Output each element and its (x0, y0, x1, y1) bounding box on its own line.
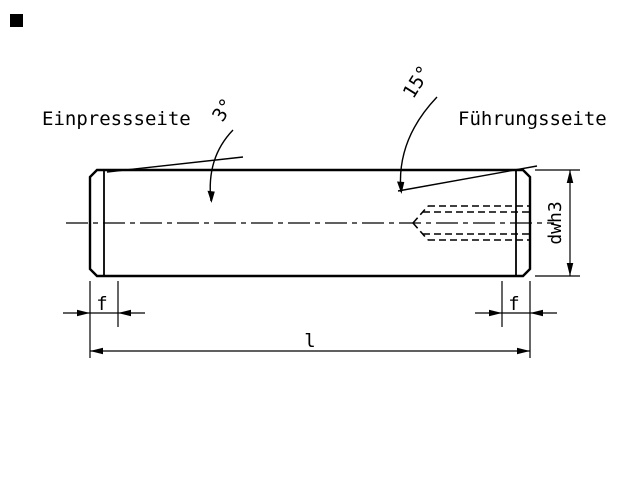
f-right-arrow-b (530, 309, 543, 317)
label-dimension-f-right: f (508, 293, 520, 315)
dimension-extension-lines (89, 169, 580, 358)
taper-line-3deg (106, 156, 244, 173)
label-guide-side: Führungsseite (458, 108, 607, 130)
label-dimension-diameter: dwh3 (545, 201, 566, 245)
f-left-arrow-b (118, 309, 131, 317)
length-arrow-left (90, 347, 103, 355)
f-left-arrow-a (77, 309, 90, 317)
corner-registration-mark (10, 14, 23, 27)
f-right-arrow-a (489, 309, 502, 317)
diameter-arrow-bottom (566, 263, 574, 276)
label-dimension-length: l (304, 330, 316, 352)
internal-thread-hidden-lines (412, 205, 529, 241)
label-press-in-side: Einpressseite (42, 108, 191, 130)
label-dimension-f-left: f (96, 293, 108, 315)
angle-arc-15deg (399, 96, 438, 193)
angle-arc-15deg-arrowhead (397, 181, 405, 194)
length-arrow-right (517, 347, 530, 355)
angle-leader-line-15deg (397, 165, 538, 192)
diameter-arrow-top (566, 170, 574, 183)
angle-arc-3deg-arrowhead (207, 190, 215, 203)
